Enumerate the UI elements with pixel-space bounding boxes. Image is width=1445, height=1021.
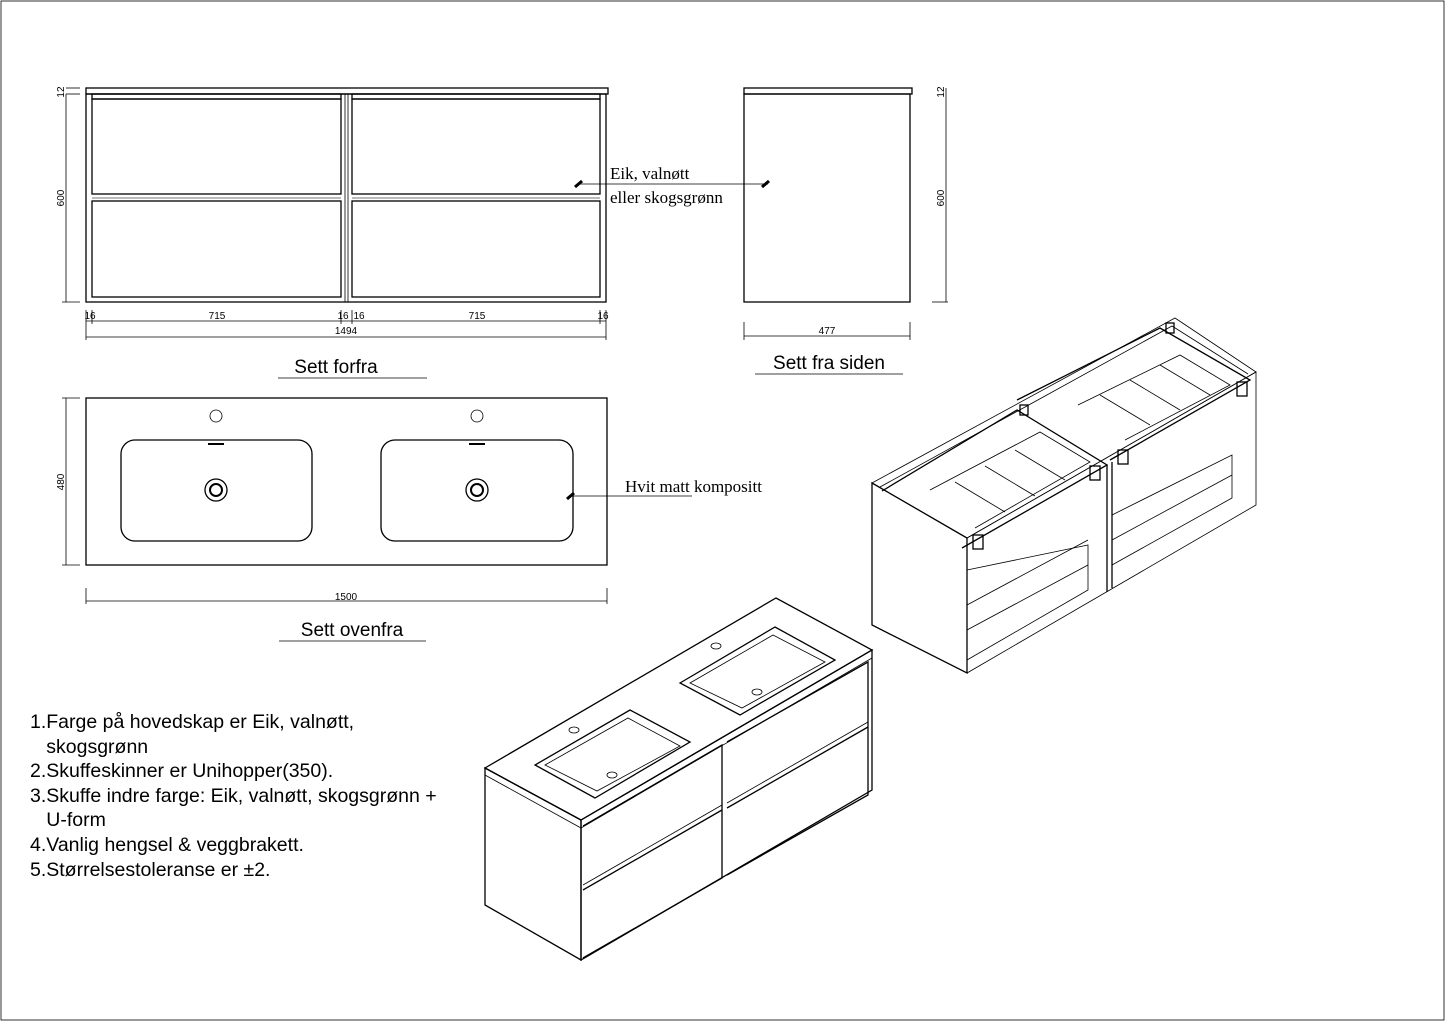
front-view: 12 600 16 715 16 16 715 16 1494 Sett for… [56,86,609,379]
drain [204,478,228,502]
dim-width: 1500 [335,592,358,603]
dim-depth: 480 [56,473,67,490]
hinge-icon [1117,449,1129,465]
faucet-hole [209,409,223,423]
caption-front-view: Sett forfra [294,357,378,378]
isometric-closed-cabinet [483,597,874,962]
caption-top-view: Sett ovenfra [301,620,404,641]
drain [465,478,489,502]
note-item: 3.Skuffe indre farge: Eik, valnøtt, skog… [30,784,437,807]
basin-right [380,439,574,542]
callout-text-line2: eller skogsgrønn [610,188,723,207]
cabinet-side [743,93,911,303]
top-view: 480 1500 Sett ovenfra [56,397,608,642]
callout-text-line1: Eik, valnøtt [610,164,690,183]
dim-top-thickness: 12 [936,86,947,98]
hinge-icon [972,534,984,550]
callout-text: Hvit matt kompositt [625,477,762,496]
dim-side-right: 16 [597,311,609,322]
note-item: skogsgrønn [30,735,149,758]
callout-cabinet-color: Eik, valnøtt eller skogsgrønn [574,164,770,207]
dim-height: 600 [56,189,67,206]
dim-total-width: 1494 [335,326,358,337]
drawer-front [91,98,342,195]
cabinet-body-front [85,93,607,303]
caption-side-view: Sett fra siden [773,353,885,374]
drawer-front [91,200,342,298]
dim-height: 600 [936,189,947,206]
dim-side-left: 16 [84,311,96,322]
drawer-front [351,200,601,298]
dim-mid-right: 16 [353,311,365,322]
dim-width-right: 715 [469,311,486,322]
faucet-hole [470,409,484,423]
note-item: U-form [30,809,106,832]
drawer-front [351,98,601,195]
note-item: 2.Skuffeskinner er Unihopper(350). [30,760,334,783]
note-item: 4.Vanlig hengsel & veggbrakett. [30,833,304,856]
countertop-top [85,397,608,566]
dim-mid-left: 16 [337,311,349,322]
side-view: 12 600 477 Sett fra siden [743,86,948,375]
hinge-icon [1236,381,1248,397]
note-item: 5.Størrelsestoleranse er ±2. [30,858,271,881]
hinge-icon [1089,465,1101,481]
dim-width-left: 715 [209,311,226,322]
basin-left [120,439,313,542]
note-item: 1.Farge på hovedskap er Eik, valnøtt, [30,711,355,733]
callout-top-material: Hvit matt kompositt [566,477,762,501]
dim-depth: 477 [819,326,836,337]
dim-top-thickness: 12 [56,86,67,98]
notes-list: 1.Farge på hovedskap er Eik, valnøtt, sk… [30,710,437,882]
countertop-front [85,87,609,95]
isometric-open-cabinet [871,317,1257,675]
